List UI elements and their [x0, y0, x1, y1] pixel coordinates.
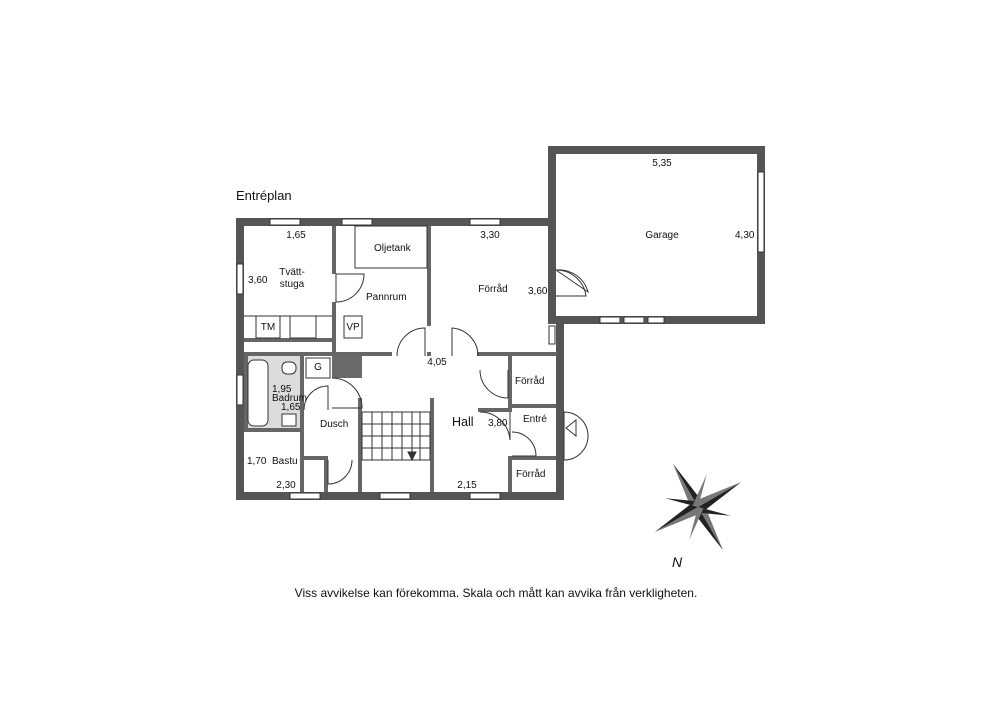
room-bastu: Bastu [272, 456, 298, 467]
dim-garage-height: 4,30 [735, 230, 755, 241]
compass-rose [654, 463, 742, 551]
dim-bastu-width: 2,30 [276, 480, 296, 491]
room-entre: Entré [523, 414, 547, 425]
sink [281, 413, 297, 427]
dim-tvatt-width: 1,65 [286, 230, 306, 241]
dim-forrad-width: 3,30 [480, 230, 500, 241]
dim-hall-height: 3,80 [488, 418, 508, 429]
interior-walls [244, 226, 557, 492]
dim-bastu-height: 1,70 [247, 456, 267, 467]
g-box [305, 357, 331, 379]
oljetank-box [354, 225, 428, 269]
room-badrum: Badrum [272, 393, 308, 404]
room-pannrum: Pannrum [366, 292, 407, 303]
vp-box [343, 315, 363, 339]
room-hall: Hall [452, 415, 474, 429]
dim-bad-height: 1,95 [272, 384, 292, 395]
staircase [361, 411, 431, 462]
room-forrad-bottom: Förråd [516, 469, 546, 480]
north-label: N [672, 554, 683, 570]
windows [236, 171, 765, 500]
dim-hall-width: 4,05 [427, 357, 447, 368]
dim-tvatt-height: 3,60 [248, 275, 268, 286]
label-g: G [314, 362, 322, 373]
label-tm: TM [260, 322, 276, 333]
dim-forrad-height: 3,60 [528, 286, 548, 297]
dim-garage-width: 5,35 [652, 158, 672, 169]
room-forrad-main: Förråd [478, 284, 508, 295]
dim-bad-width: 1,65 [281, 402, 301, 413]
room-garage: Garage [645, 230, 679, 241]
label-vp: VP [346, 322, 360, 333]
room-tvattstuga: Tvätt- stuga [279, 267, 305, 290]
entrance-arrow [565, 418, 577, 438]
dim-hall-bottom: 2,15 [457, 480, 477, 491]
bathtub [247, 359, 269, 427]
disclaimer: Viss avvikelse kan förekomma. Skala och … [294, 586, 698, 600]
room-forrad-top: Förråd [515, 376, 545, 387]
laundry-sink [289, 315, 317, 339]
doors [303, 269, 589, 485]
room-dusch: Dusch [320, 419, 349, 430]
toilet [281, 361, 297, 375]
plan-title: Entréplan [236, 188, 292, 203]
room-oljetank: Oljetank [374, 243, 411, 254]
